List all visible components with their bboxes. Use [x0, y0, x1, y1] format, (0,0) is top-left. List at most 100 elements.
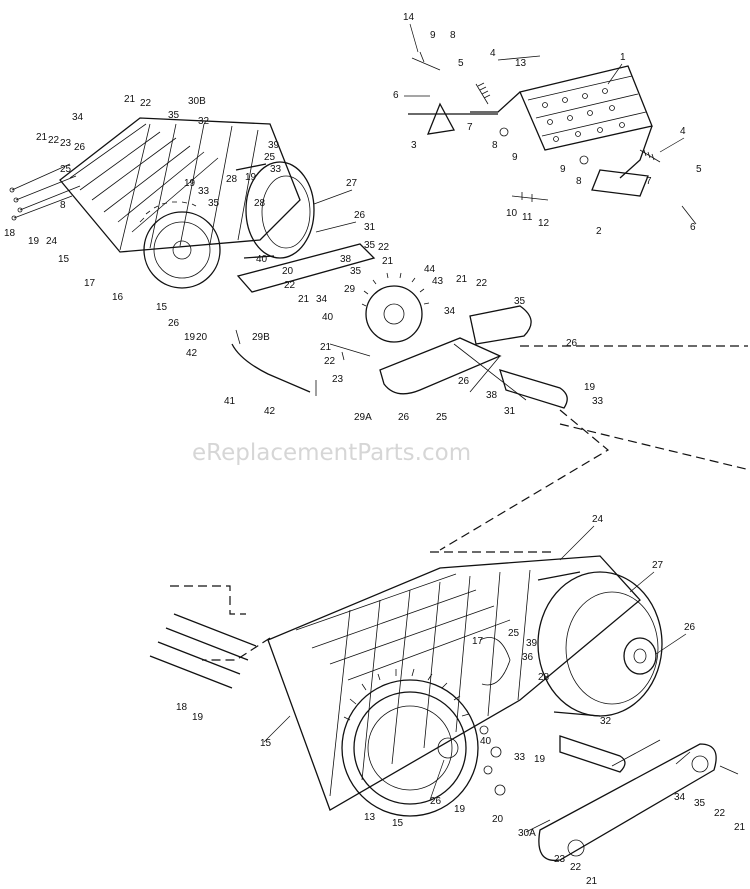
- callout-21: 21: [320, 342, 332, 353]
- callout-22: 22: [140, 98, 152, 109]
- callout-43: 43: [432, 276, 444, 287]
- callout-22: 22: [714, 808, 726, 819]
- callout-24: 24: [592, 514, 604, 525]
- callout-8: 8: [60, 200, 66, 211]
- callout-26: 26: [430, 796, 442, 807]
- callout-42: 42: [264, 406, 276, 417]
- callout-9: 9: [560, 164, 566, 175]
- callout-1: 1: [620, 52, 626, 63]
- callout-27: 27: [346, 178, 358, 189]
- callout-21: 21: [124, 94, 136, 105]
- callout-34: 34: [316, 294, 328, 305]
- callout-17: 17: [84, 278, 96, 289]
- callout-39: 39: [526, 638, 538, 649]
- callout-18: 18: [4, 228, 16, 239]
- callout-16: 16: [112, 292, 124, 303]
- watermark: eReplacementParts.com: [192, 440, 471, 466]
- callout-5: 5: [458, 58, 464, 69]
- callout-23: 23: [60, 138, 72, 149]
- callout-38: 38: [486, 390, 498, 401]
- callout-22: 22: [284, 280, 296, 291]
- callout-15: 15: [58, 254, 70, 265]
- callout-22: 22: [570, 862, 582, 873]
- callout-29A: 29A: [354, 412, 372, 423]
- callout-13: 13: [515, 58, 527, 69]
- callout-21: 21: [36, 132, 48, 143]
- callout-21: 21: [456, 274, 468, 285]
- callout-34: 34: [674, 792, 686, 803]
- callout-35: 35: [208, 198, 220, 209]
- callout-19: 19: [192, 712, 204, 723]
- callout-38: 38: [340, 254, 352, 265]
- callout-40: 40: [480, 736, 492, 747]
- callout-22: 22: [48, 135, 60, 146]
- callout-8: 8: [450, 30, 456, 41]
- callout-35: 35: [364, 240, 376, 251]
- callout-22: 22: [324, 356, 336, 367]
- callout-6: 6: [690, 222, 696, 233]
- callout-30A: 30A: [518, 828, 536, 839]
- callout-numbers: 14 9 8 4 13 5 1 6 7 3 8 9 4 5 9 8 7 10 1…: [4, 12, 746, 887]
- callout-30B: 30B: [188, 96, 206, 107]
- callout-26: 26: [168, 318, 180, 329]
- callout-33: 33: [592, 396, 604, 407]
- middle-drive-parts: [231, 243, 568, 409]
- callout-15: 15: [392, 818, 404, 829]
- callout-33: 33: [198, 186, 210, 197]
- callout-34: 34: [444, 306, 456, 317]
- callout-22: 22: [476, 278, 488, 289]
- callout-9: 9: [430, 30, 436, 41]
- callout-40: 40: [322, 312, 334, 323]
- callout-44: 44: [424, 264, 436, 275]
- callout-31: 31: [504, 406, 516, 417]
- callout-22: 22: [378, 242, 390, 253]
- callout-35: 35: [694, 798, 706, 809]
- callout-19: 19: [184, 178, 196, 189]
- callout-19: 19: [584, 382, 596, 393]
- callout-19: 19: [184, 332, 196, 343]
- callout-35: 35: [514, 296, 526, 307]
- callout-26: 26: [684, 622, 696, 633]
- callout-7: 7: [467, 122, 473, 133]
- callout-25: 25: [436, 412, 448, 423]
- callout-33: 33: [514, 752, 526, 763]
- callout-19: 19: [28, 236, 40, 247]
- callout-17: 17: [472, 636, 484, 647]
- callout-7: 7: [646, 176, 652, 187]
- callout-8: 8: [492, 140, 498, 151]
- callout-28: 28: [538, 672, 550, 683]
- callout-4: 4: [490, 48, 496, 59]
- callout-23: 23: [332, 374, 344, 385]
- callout-42: 42: [186, 348, 198, 359]
- callout-39: 39: [268, 140, 280, 151]
- callout-24: 24: [46, 236, 58, 247]
- callout-25: 25: [508, 628, 520, 639]
- callout-4: 4: [680, 126, 686, 137]
- callout-12: 12: [538, 218, 550, 229]
- callout-9: 9: [512, 152, 518, 163]
- callout-32: 32: [198, 116, 210, 127]
- callout-15: 15: [260, 738, 272, 749]
- callout-23: 23: [554, 854, 566, 865]
- callout-5: 5: [696, 164, 702, 175]
- callout-28: 28: [226, 174, 238, 185]
- upper-track-assembly: [9, 117, 315, 289]
- callout-21: 21: [734, 822, 746, 833]
- callout-10: 10: [506, 208, 518, 219]
- callout-18: 18: [176, 702, 188, 713]
- callout-21: 21: [382, 256, 394, 267]
- callout-33: 33: [270, 164, 282, 175]
- callout-2: 2: [596, 226, 602, 237]
- callout-21: 21: [298, 294, 310, 305]
- callout-31: 31: [364, 222, 376, 233]
- callout-6: 6: [393, 90, 399, 101]
- callout-29: 29: [344, 284, 356, 295]
- callout-19: 19: [245, 172, 257, 183]
- callout-26: 26: [458, 376, 470, 387]
- lower-track-assembly: [149, 555, 739, 862]
- callout-20: 20: [492, 814, 504, 825]
- callout-25: 25: [60, 164, 72, 175]
- callout-19: 19: [454, 804, 466, 815]
- callout-3: 3: [411, 140, 417, 151]
